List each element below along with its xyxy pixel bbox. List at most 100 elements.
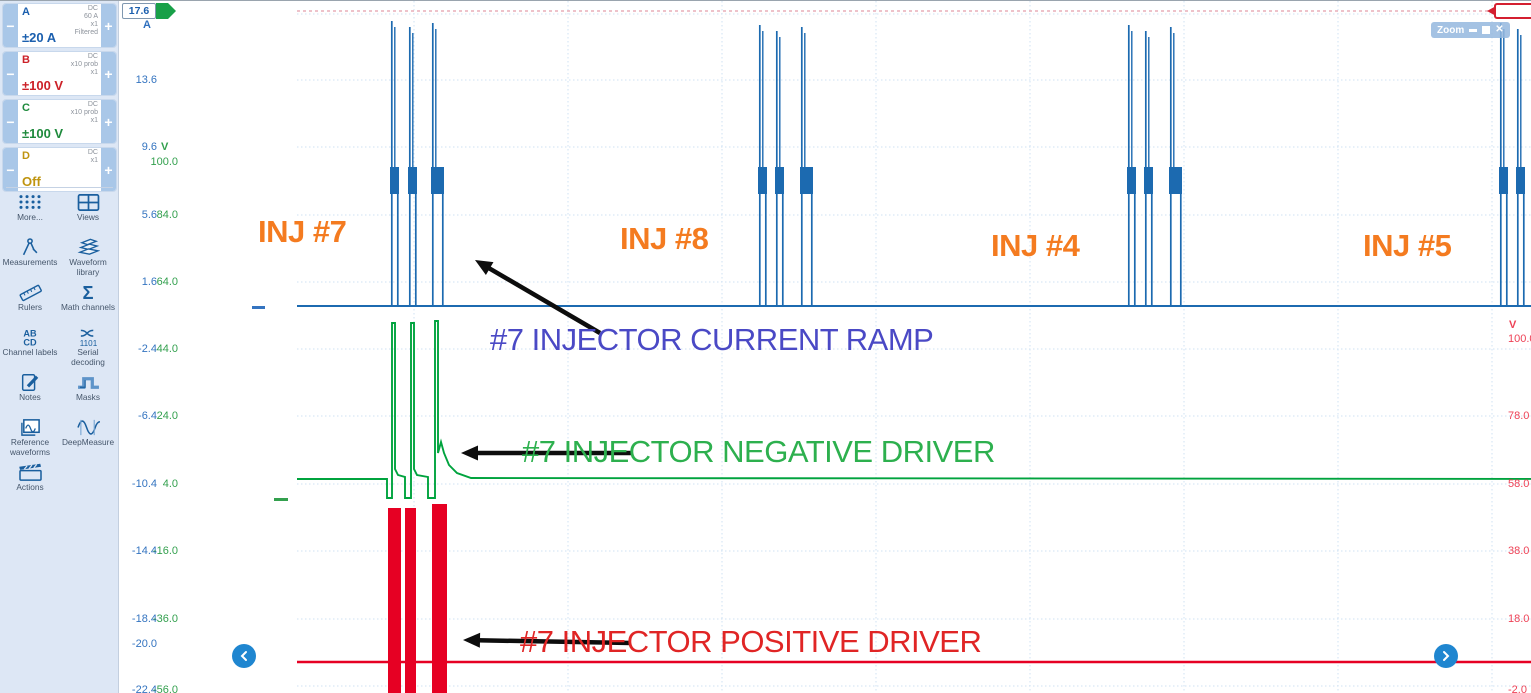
channel-C-plus-button[interactable]: + xyxy=(101,100,116,143)
notes-icon xyxy=(19,371,41,393)
volts-b-tick: 38.0 xyxy=(1508,545,1530,557)
channel-setting: x1 xyxy=(90,69,98,76)
amps-tick: 9.6 xyxy=(141,141,157,153)
amps-tick: -20.0 xyxy=(131,638,157,650)
volts-c-tick: -36.0 xyxy=(152,613,178,625)
tool-views[interactable]: Views xyxy=(59,191,117,236)
channel-range: ±100 V xyxy=(22,78,64,93)
zoom-overlay: Zoom ✕ xyxy=(1431,22,1510,38)
tool-reference-waveforms[interactable]: Reference waveforms xyxy=(1,416,59,461)
svg-text:Σ: Σ xyxy=(83,282,94,303)
c-zero-marker xyxy=(274,498,288,501)
scroll-right-button[interactable] xyxy=(1434,644,1458,668)
tool-label: More... xyxy=(17,212,43,222)
amps-tick: 1.6 xyxy=(141,276,157,288)
amps-tick: -6.4 xyxy=(138,410,157,422)
tool-label: Masks xyxy=(76,392,100,402)
inj-label: INJ #5 xyxy=(1363,228,1452,263)
actions-icon xyxy=(18,461,43,483)
channel-range: ±100 V xyxy=(22,126,64,141)
channel-setting: DC xyxy=(87,53,98,60)
tool-more[interactable]: More... xyxy=(1,191,59,236)
amps-tick: -18.4 xyxy=(131,613,157,625)
waveform-canvas xyxy=(297,1,1531,693)
scroll-left-button[interactable] xyxy=(232,644,256,668)
math-channels-icon: Σ xyxy=(77,281,99,303)
ruler-value-box[interactable]: 17.6 xyxy=(122,3,156,19)
rulers-icon xyxy=(19,281,42,303)
volts-b-tick: 58.0 xyxy=(1508,478,1530,490)
tool-label: Waveform library xyxy=(69,257,107,277)
callout-label: #7 INJECTOR POSITIVE DRIVER xyxy=(520,624,982,659)
tool-label: Rulers xyxy=(18,302,42,312)
right-ruler-handle[interactable] xyxy=(1487,3,1531,19)
tool-notes[interactable]: Notes xyxy=(1,371,59,416)
serial-decoding-icon: 1101 xyxy=(76,326,101,348)
channel-range: Off xyxy=(22,174,41,189)
volts-c-tick: 84.0 xyxy=(156,209,178,221)
channel-setting: x1 xyxy=(90,157,98,164)
channel-B-plus-button[interactable]: + xyxy=(101,52,116,95)
zoom-close-icon[interactable]: ✕ xyxy=(1495,24,1504,35)
channel-C-minus-button[interactable]: − xyxy=(3,100,18,143)
channel-B-minus-button[interactable]: − xyxy=(3,52,18,95)
amps-tick: 5.6 xyxy=(141,209,157,221)
channel-letter: D xyxy=(22,150,30,162)
inj-label: INJ #8 xyxy=(620,221,709,256)
channel-D-plus-button[interactable]: + xyxy=(101,148,116,191)
inj-label: INJ #7 xyxy=(258,214,347,249)
callout-label: #7 INJECTOR NEGATIVE DRIVER xyxy=(522,434,995,469)
channel-A-minus-button[interactable]: − xyxy=(3,4,18,47)
channel-setting: DC xyxy=(87,5,98,12)
volts-c-tick: 64.0 xyxy=(156,276,178,288)
tool-label: Serial decoding xyxy=(71,347,105,367)
measurements-icon xyxy=(19,236,41,258)
deepmeasure-icon xyxy=(76,416,101,438)
tool-label: Measurements xyxy=(2,257,58,267)
channel-setting: x1 xyxy=(90,21,98,28)
sidebar-divider xyxy=(6,187,113,188)
amps-tick: 13.6 xyxy=(135,74,157,86)
volts-b-tick: -2.0 xyxy=(1508,684,1527,693)
zoom-minimize-icon[interactable] xyxy=(1469,28,1478,32)
zoom-overlay-title: Zoom xyxy=(1437,24,1465,36)
tool-deepmeasure[interactable]: DeepMeasure xyxy=(59,416,117,461)
tool-measurements[interactable]: Measurements xyxy=(1,236,59,281)
svg-text:AB: AB xyxy=(23,328,37,338)
channel-setting: x10 prob xyxy=(70,109,98,116)
a-zero-marker xyxy=(252,306,265,309)
svg-text:1101: 1101 xyxy=(79,339,97,348)
zoom-maximize-icon[interactable] xyxy=(1482,26,1491,34)
tool-label: Notes xyxy=(19,392,41,402)
volts-b-tick: 78.0 xyxy=(1508,410,1530,422)
volts-c-tick: 4.0 xyxy=(162,478,178,490)
volts-c-tick: 100.0 xyxy=(150,156,178,168)
ruler-handle-icon[interactable] xyxy=(156,3,176,19)
tool-actions[interactable]: Actions xyxy=(1,461,59,506)
channel-D-minus-button[interactable]: − xyxy=(3,148,18,191)
channel-setting: DC xyxy=(87,149,98,156)
channel-A-plus-button[interactable]: + xyxy=(101,4,116,47)
channel-letter: B xyxy=(22,54,30,66)
tool-rulers[interactable]: Rulers xyxy=(1,281,59,326)
channel-setting: x1 xyxy=(90,117,98,124)
tool-waveform-library[interactable]: Waveform library xyxy=(59,236,117,281)
tool-masks[interactable]: Masks xyxy=(59,371,117,416)
